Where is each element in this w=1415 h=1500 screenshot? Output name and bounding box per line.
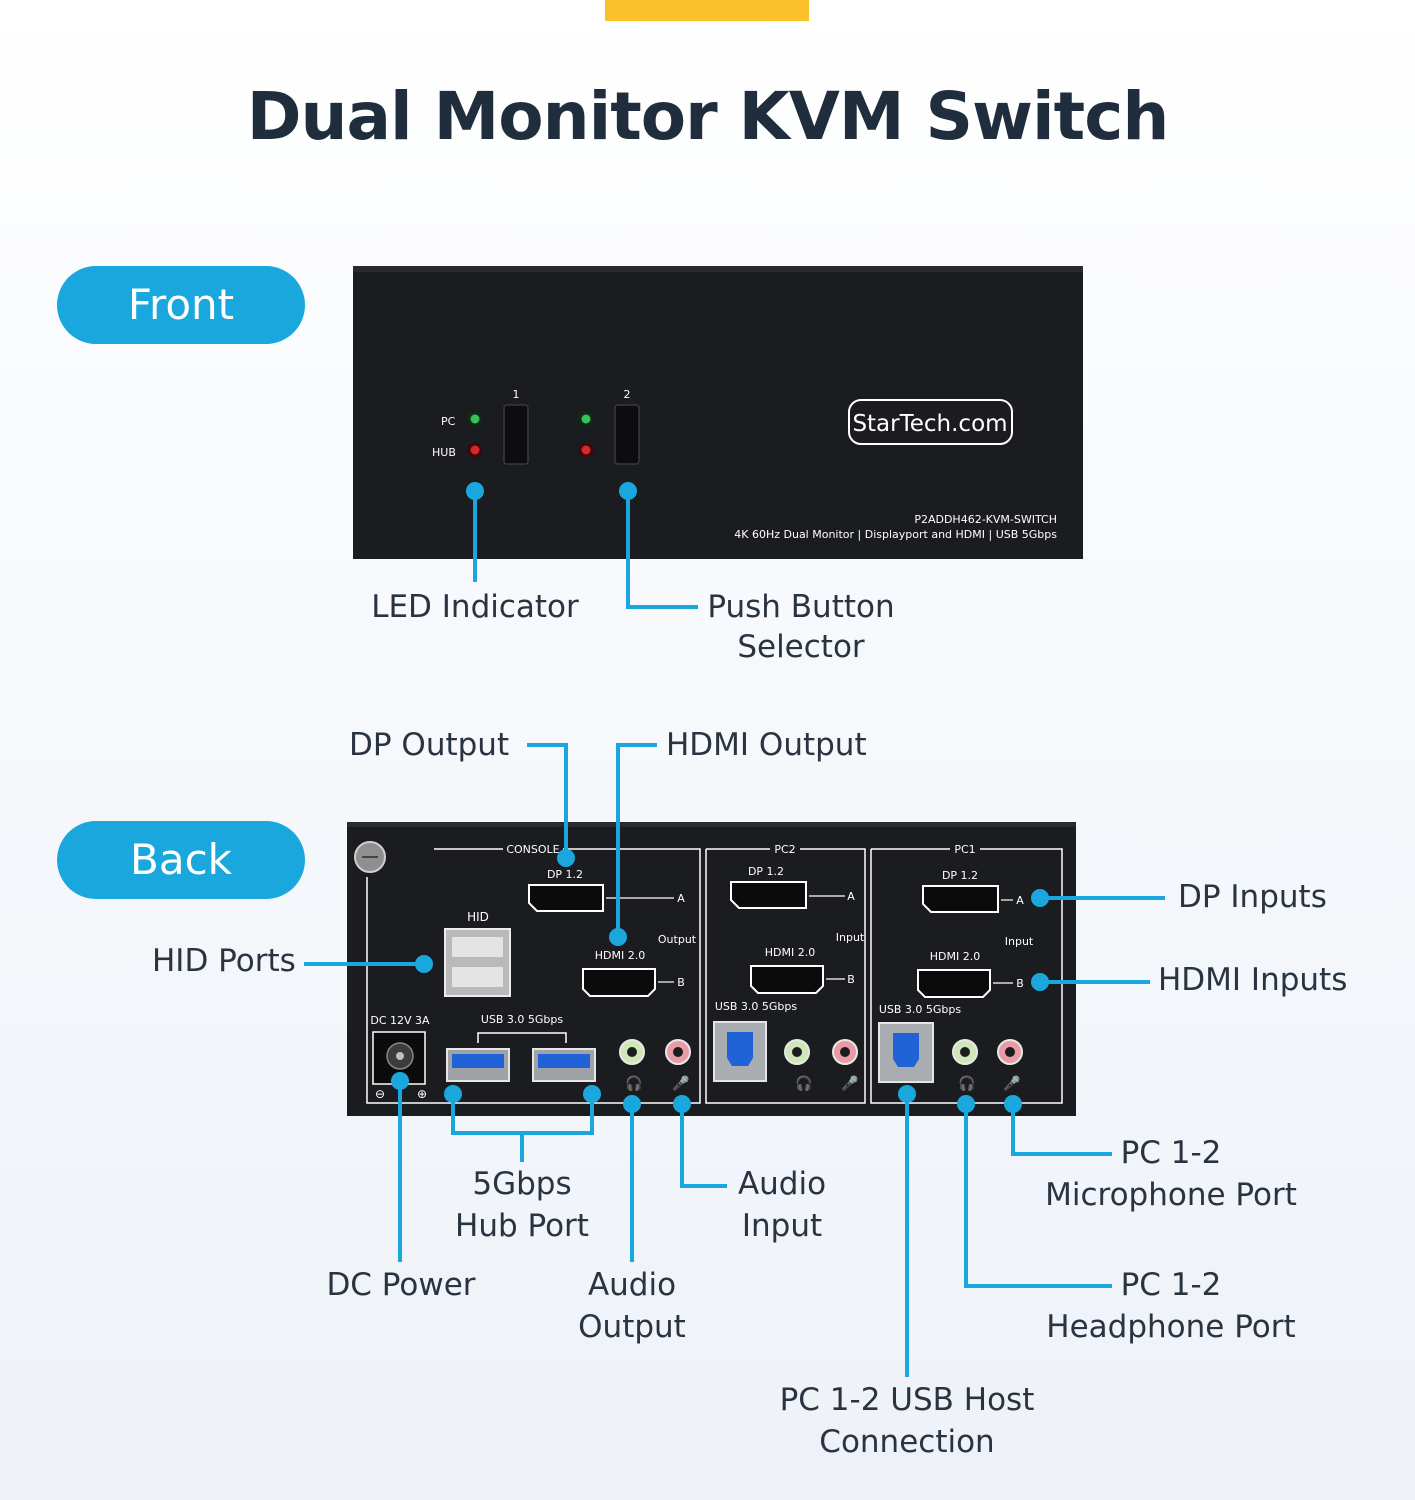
led-indicator-label: LED Indicator <box>371 589 579 625</box>
hdmi-inputs-label: HDMI Inputs <box>1158 962 1348 998</box>
front-panel-device: PC HUB 1 2 StarTech.com P2ADDH462-KVM-SW… <box>353 266 1083 559</box>
dp-output-label: DP Output <box>349 727 510 763</box>
pc1-a-label: A <box>1016 894 1024 907</box>
hdmi-output-label: HDMI Output <box>666 727 867 763</box>
mic-port-label-line2: Microphone Port <box>1045 1177 1297 1213</box>
pc1-group-label: PC1 <box>954 843 975 856</box>
pc2-headphone-symbol-icon: 🎧 <box>795 1075 812 1092</box>
pc2-dp-port-icon <box>730 881 807 909</box>
pc1-dp-port-icon <box>922 885 999 913</box>
pc2-mic-symbol-icon: 🎤 <box>841 1074 859 1092</box>
back-section-badge: Back <box>57 821 305 899</box>
console-headphone-symbol-icon: 🎧 <box>625 1075 642 1092</box>
button-2-label: 2 <box>624 388 631 401</box>
audio-output-label-line2: Output <box>578 1309 686 1345</box>
console-group-label: CONSOLE <box>506 843 559 856</box>
select-button-2 <box>614 404 640 465</box>
svg-text:⊕: ⊕ <box>417 1087 427 1101</box>
led-callout-dot <box>466 482 484 500</box>
hub-port-label-line2: Hub Port <box>455 1208 589 1244</box>
mic-port-label-line1: PC 1-2 <box>1120 1135 1222 1171</box>
output-label: Output <box>658 933 697 946</box>
front-leaders <box>473 491 698 609</box>
console-b-label: B <box>677 976 685 989</box>
pc2-input-label: Input <box>836 931 865 944</box>
pc1-hdmi-port-icon <box>917 969 991 998</box>
pc2-hdmi-label: HDMI 2.0 <box>765 946 815 959</box>
audio-input-label-line2: Input <box>741 1208 823 1244</box>
pc1-b-label: B <box>1016 977 1024 990</box>
usb-host-label-line2: Connection <box>819 1424 995 1460</box>
pc2-dp-label: DP 1.2 <box>748 865 784 878</box>
pc1-mic-symbol-icon: 🎤 <box>1003 1074 1021 1092</box>
pc2-hdmi-port-icon <box>750 965 824 994</box>
console-a-label: A <box>677 892 685 905</box>
hub-port-label-line1: 5Gbps <box>472 1166 572 1202</box>
brand-logo-frame <box>848 399 1013 445</box>
console-dp-label: DP 1.2 <box>547 868 583 881</box>
hid-label: HID <box>467 910 489 924</box>
led-hub-1-icon <box>467 442 483 458</box>
push-button-label-line1: Push Button <box>707 589 895 625</box>
pc1-hdmi-label: HDMI 2.0 <box>930 950 980 963</box>
console-hdmi-port-icon <box>582 968 656 997</box>
dp-inputs-label: DP Inputs <box>1178 879 1327 915</box>
back-panel-device: CONSOLE PC2 PC1 HID DC 12V 3A ⊖ ⊕ USB 3.… <box>347 822 1076 1116</box>
led-hub-label: HUB <box>432 446 456 459</box>
usb-hub-label: USB 3.0 5Gbps <box>481 1013 564 1026</box>
led-pc-2-icon <box>578 411 594 427</box>
console-mic-symbol-icon: 🎤 <box>672 1074 690 1092</box>
console-dp-port-icon <box>528 884 604 912</box>
select-button-1 <box>503 404 529 465</box>
front-section-badge: Front <box>57 266 305 344</box>
pc2-b-label: B <box>847 973 855 986</box>
button-callout-dot <box>619 482 637 500</box>
audio-input-label-line1: Audio <box>737 1166 827 1202</box>
accent-bar <box>605 0 809 21</box>
page-title: Dual Monitor KVM Switch <box>246 78 1170 155</box>
button-1-label: 1 <box>513 388 520 401</box>
back-leaders <box>304 743 1165 1377</box>
hid-ports-label: HID Ports <box>152 943 296 979</box>
headphone-port-label-line2: Headphone Port <box>1046 1309 1296 1345</box>
console-hdmi-label: HDMI 2.0 <box>595 949 645 962</box>
pc2-usb-label: USB 3.0 5Gbps <box>715 1000 798 1013</box>
dc-power-label: DC Power <box>326 1267 476 1303</box>
led-pc-label: PC <box>441 415 456 428</box>
pc2-group-label: PC2 <box>774 843 795 856</box>
model-number: P2ADDH462-KVM-SWITCH <box>914 513 1057 526</box>
led-pc-1-icon <box>467 411 483 427</box>
back-callout-dots <box>391 849 1049 1113</box>
brand-logo: StarTech.com <box>852 411 1007 437</box>
svg-text:⊖: ⊖ <box>375 1087 385 1101</box>
pc1-dp-label: DP 1.2 <box>942 869 978 882</box>
led-hub-2-icon <box>578 442 594 458</box>
headphone-port-label-line1: PC 1-2 <box>1120 1267 1222 1303</box>
audio-output-label-line1: Audio <box>587 1267 677 1303</box>
dc-label: DC 12V 3A <box>370 1014 430 1027</box>
pc1-usb-label: USB 3.0 5Gbps <box>879 1003 962 1016</box>
pc1-input-label: Input <box>1005 935 1034 948</box>
pc2-a-label: A <box>847 890 855 903</box>
usb-host-label-line1: PC 1-2 USB Host <box>779 1382 1035 1418</box>
model-description: 4K 60Hz Dual Monitor | Displayport and H… <box>734 528 1057 541</box>
push-button-label-line2: Selector <box>737 629 865 665</box>
pc1-headphone-symbol-icon: 🎧 <box>958 1075 975 1092</box>
